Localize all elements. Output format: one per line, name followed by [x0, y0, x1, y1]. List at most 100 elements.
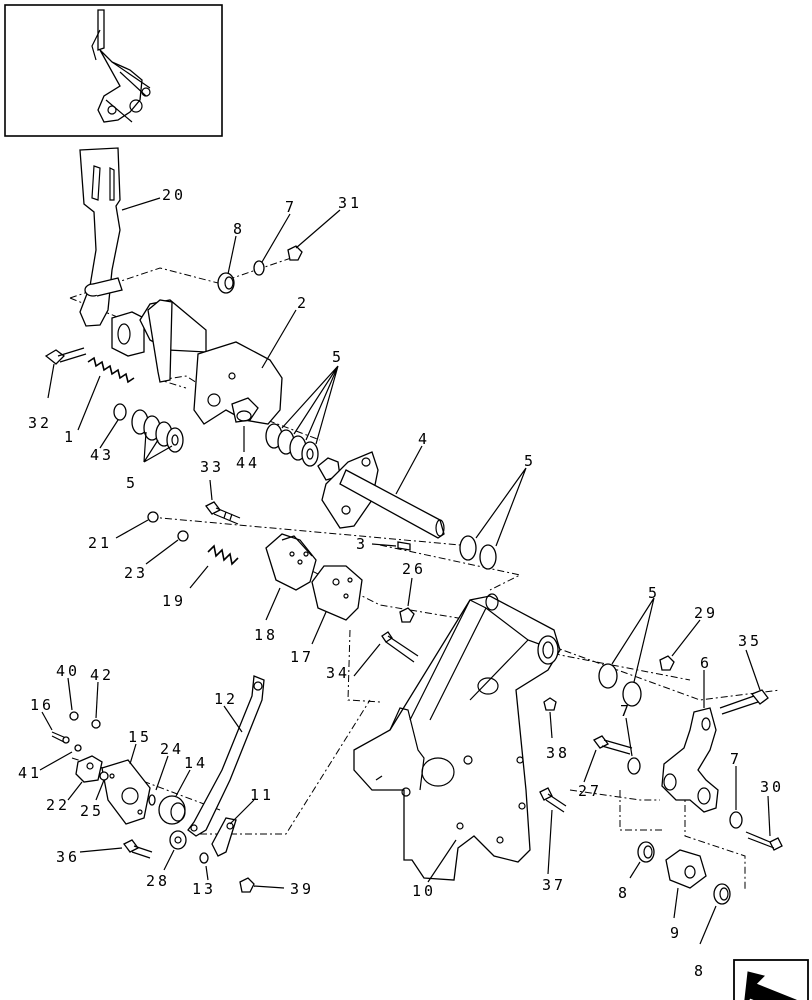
- bearing-part-8-left[interactable]: [637, 841, 655, 863]
- callout-13: 13: [192, 880, 216, 898]
- spring-part-1[interactable]: [87, 356, 135, 384]
- callout-30: 30: [760, 778, 784, 796]
- callout-8-left: 8: [618, 884, 630, 902]
- callout-33: 33: [200, 458, 224, 476]
- part-42[interactable]: [91, 719, 101, 729]
- washer-part-28[interactable]: [169, 830, 187, 850]
- inset-thumbnail[interactable]: [4, 4, 223, 137]
- callout-2: 2: [297, 294, 309, 312]
- callout-14: 14: [184, 754, 208, 772]
- washers-part-5-left[interactable]: [131, 409, 184, 453]
- part-13[interactable]: [199, 852, 209, 864]
- callout-labels: 20 2 8 7 31 32 1 43 5 5 44 4 5 33 21 23 …: [18, 186, 784, 980]
- callout-8-top: 8: [233, 220, 245, 238]
- callout-37: 37: [542, 876, 566, 894]
- switch-part-22[interactable]: [75, 755, 103, 783]
- callout-5-left: 5: [126, 474, 138, 492]
- washers-part-5-shaft[interactable]: [459, 535, 497, 570]
- callout-6: 6: [700, 654, 712, 672]
- nut-part-29[interactable]: [659, 655, 675, 671]
- callout-12: 12: [214, 690, 238, 708]
- callout-7-mid: 7: [620, 702, 632, 720]
- lever-part-6[interactable]: [661, 707, 719, 813]
- callout-32: 32: [28, 414, 52, 432]
- part-24[interactable]: [148, 794, 156, 806]
- callout-42: 42: [90, 666, 114, 684]
- callout-8-right: 8: [694, 962, 706, 980]
- nut-part-31[interactable]: [287, 245, 303, 261]
- callout-5-frame: 5: [648, 584, 660, 602]
- callout-18: 18: [254, 626, 278, 644]
- callout-31: 31: [338, 194, 362, 212]
- bracket-part-18[interactable]: [265, 533, 317, 591]
- bolt-part-32[interactable]: [44, 347, 87, 365]
- bearing-part-8-top[interactable]: [217, 272, 235, 294]
- callout-23: 23: [124, 564, 148, 582]
- washers-part-5-frame[interactable]: [598, 663, 642, 707]
- part-41[interactable]: [74, 744, 82, 752]
- bracket-part-17[interactable]: [311, 565, 363, 621]
- callout-35: 35: [738, 632, 762, 650]
- nut-part-26[interactable]: [399, 607, 415, 623]
- callout-17: 17: [290, 648, 314, 666]
- callout-15: 15: [128, 728, 152, 746]
- callout-41: 41: [18, 764, 42, 782]
- ring-part-7-right[interactable]: [729, 811, 743, 829]
- link-part-11[interactable]: [211, 817, 237, 857]
- roller-part-14[interactable]: [158, 795, 186, 825]
- nut-part-39[interactable]: [239, 877, 255, 893]
- callout-34: 34: [326, 664, 350, 682]
- screw-part-16[interactable]: [51, 731, 70, 744]
- callout-25: 25: [80, 802, 104, 820]
- ring-part-7-top[interactable]: [253, 260, 265, 276]
- ring-part-43[interactable]: [113, 403, 127, 421]
- callout-11: 11: [250, 786, 274, 804]
- callout-10: 10: [412, 882, 436, 900]
- bolt-part-27[interactable]: [593, 735, 633, 755]
- leader-lines: [39, 197, 771, 945]
- pedal-arm-part-20[interactable]: [79, 147, 123, 327]
- callout-5-shaft: 5: [524, 452, 536, 470]
- callout-29: 29: [694, 604, 718, 622]
- callout-22: 22: [46, 796, 70, 814]
- previous-page-arrow-icon[interactable]: [733, 959, 809, 1000]
- callout-26: 26: [402, 560, 426, 578]
- callout-7-top: 7: [285, 198, 297, 216]
- washer-part-23[interactable]: [177, 530, 189, 542]
- bolt-part-36[interactable]: [123, 839, 153, 859]
- rod-part-12[interactable]: [187, 675, 265, 837]
- bolt-part-30[interactable]: [745, 831, 783, 851]
- frame-part-10[interactable]: [353, 593, 561, 881]
- bracket-part-15[interactable]: [101, 759, 151, 825]
- callout-9: 9: [670, 924, 682, 942]
- shaft-plate-part-4[interactable]: [317, 451, 445, 539]
- callout-28: 28: [146, 872, 170, 890]
- part-40[interactable]: [69, 711, 79, 721]
- nut-part-38[interactable]: [543, 697, 557, 711]
- callout-36: 36: [56, 848, 80, 866]
- block-part-9[interactable]: [665, 849, 707, 889]
- cross-shaft-part-2[interactable]: [111, 299, 283, 425]
- callout-5-middle: 5: [332, 348, 344, 366]
- callout-16: 16: [30, 696, 54, 714]
- washers-part-5-middle[interactable]: [265, 423, 319, 467]
- key-part-3[interactable]: [397, 541, 411, 551]
- bolt-part-33[interactable]: [205, 501, 241, 525]
- callout-7-right: 7: [730, 750, 742, 768]
- bolt-part-34[interactable]: [381, 631, 419, 663]
- callout-21: 21: [88, 534, 112, 552]
- callout-1: 1: [64, 428, 76, 446]
- bolt-part-35[interactable]: [719, 689, 769, 715]
- callout-38: 38: [546, 744, 570, 762]
- callout-39: 39: [290, 880, 314, 898]
- nut-part-21[interactable]: [147, 511, 159, 523]
- callout-4: 4: [418, 430, 430, 448]
- inset-assembly-sketch: [91, 9, 151, 123]
- bearing-part-8-right[interactable]: [713, 883, 731, 905]
- ring-part-7-mid[interactable]: [627, 757, 641, 775]
- part-25[interactable]: [99, 771, 109, 781]
- spring-part-19[interactable]: [207, 544, 239, 566]
- callout-24: 24: [160, 740, 184, 758]
- bolt-part-37[interactable]: [539, 787, 567, 813]
